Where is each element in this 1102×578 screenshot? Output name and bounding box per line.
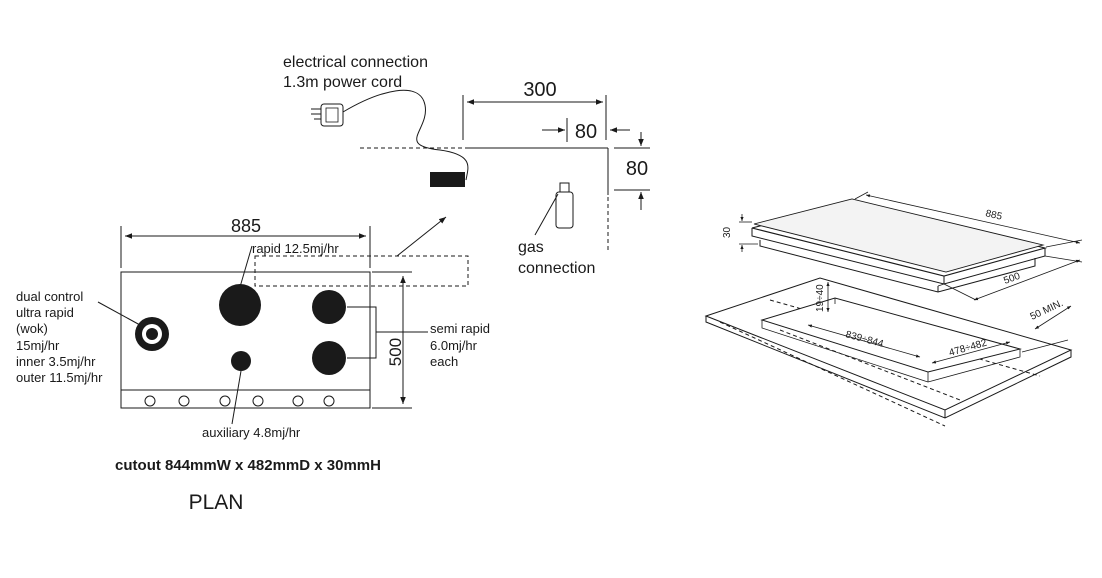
- iso-dim-19-40-label: 19÷40: [815, 284, 826, 312]
- connection-zone: [254, 255, 469, 287]
- svg-text:(wok): (wok): [16, 321, 48, 336]
- gas-leader-line: [534, 193, 559, 236]
- svg-text:outer 11.5mj/hr: outer 11.5mj/hr: [16, 370, 103, 385]
- iso-dim-885-label: 885: [984, 208, 1003, 223]
- iso-dim-500-label: 500: [1002, 271, 1022, 287]
- rapid-label: rapid 12.5mj/hr: [252, 241, 339, 256]
- cutout-label: cutout 844mmW x 482mmD x 30mmH: [115, 457, 381, 474]
- cutout-opening: [760, 297, 1022, 373]
- hob-outline: [120, 271, 371, 409]
- power-plug-icon: [311, 103, 344, 127]
- svg-text:15mj/hr: 15mj/hr: [16, 338, 60, 353]
- iso-dim-50-min-label: 50 MIN.: [1029, 298, 1065, 323]
- dual-control-leader: [97, 301, 141, 326]
- auxiliary-burner: [231, 351, 251, 371]
- plan-title: PLAN: [189, 491, 244, 514]
- power-cord: [342, 89, 469, 181]
- semi-rapid-bracket: [347, 306, 377, 359]
- svg-text:inner 3.5mj/hr: inner 3.5mj/hr: [16, 354, 96, 369]
- power-cord-label: 1.3m power cord: [283, 74, 402, 91]
- cord-connector: [430, 172, 465, 187]
- rapid-leader: [239, 245, 253, 288]
- dim-500-label: 500: [386, 338, 405, 366]
- dim-80-vertical-label: 80: [626, 158, 648, 180]
- svg-text:6.0mj/hr: 6.0mj/hr: [430, 338, 478, 353]
- dim-885-label: 885: [231, 216, 261, 236]
- dim-80-horizontal-label: 80: [575, 121, 597, 143]
- electrical-connection-label: electrical connection: [283, 54, 428, 71]
- gas-label: gas: [518, 239, 544, 256]
- svg-text:semi rapid: semi rapid: [430, 321, 490, 336]
- iso-dim-885-line: [865, 194, 1081, 244]
- connection-arrow: [396, 216, 447, 257]
- dim-300-label: 300: [523, 79, 556, 101]
- svg-text:ultra rapid: ultra rapid: [16, 305, 74, 320]
- worktop-isometric: [704, 277, 1073, 427]
- auxiliary-label: auxiliary 4.8mj/hr: [202, 425, 301, 440]
- rapid-burner: [219, 284, 261, 326]
- svg-text:each: each: [430, 354, 458, 369]
- gas-bottle-icon: [555, 182, 574, 229]
- iso-dim-30-label: 30: [722, 226, 733, 238]
- semi-rapid-burner-front: [312, 341, 346, 375]
- iso-dim-500-line: [973, 259, 1081, 301]
- dual-control-label: dual control ultra rapid (wok) 15mj/hr i…: [16, 289, 103, 385]
- control-knobs: [144, 395, 335, 407]
- semi-rapid-label: semi rapid 6.0mj/hr each: [430, 321, 490, 369]
- gas-connection-label: connection: [518, 260, 595, 277]
- svg-text:dual control: dual control: [16, 289, 83, 304]
- semi-rapid-burner-rear: [312, 290, 346, 324]
- plan-view: electrical connection 1.3m power cord 30…: [16, 54, 650, 514]
- auxiliary-leader: [231, 370, 242, 425]
- isometric-view: 885 30 500 19÷40: [704, 191, 1083, 427]
